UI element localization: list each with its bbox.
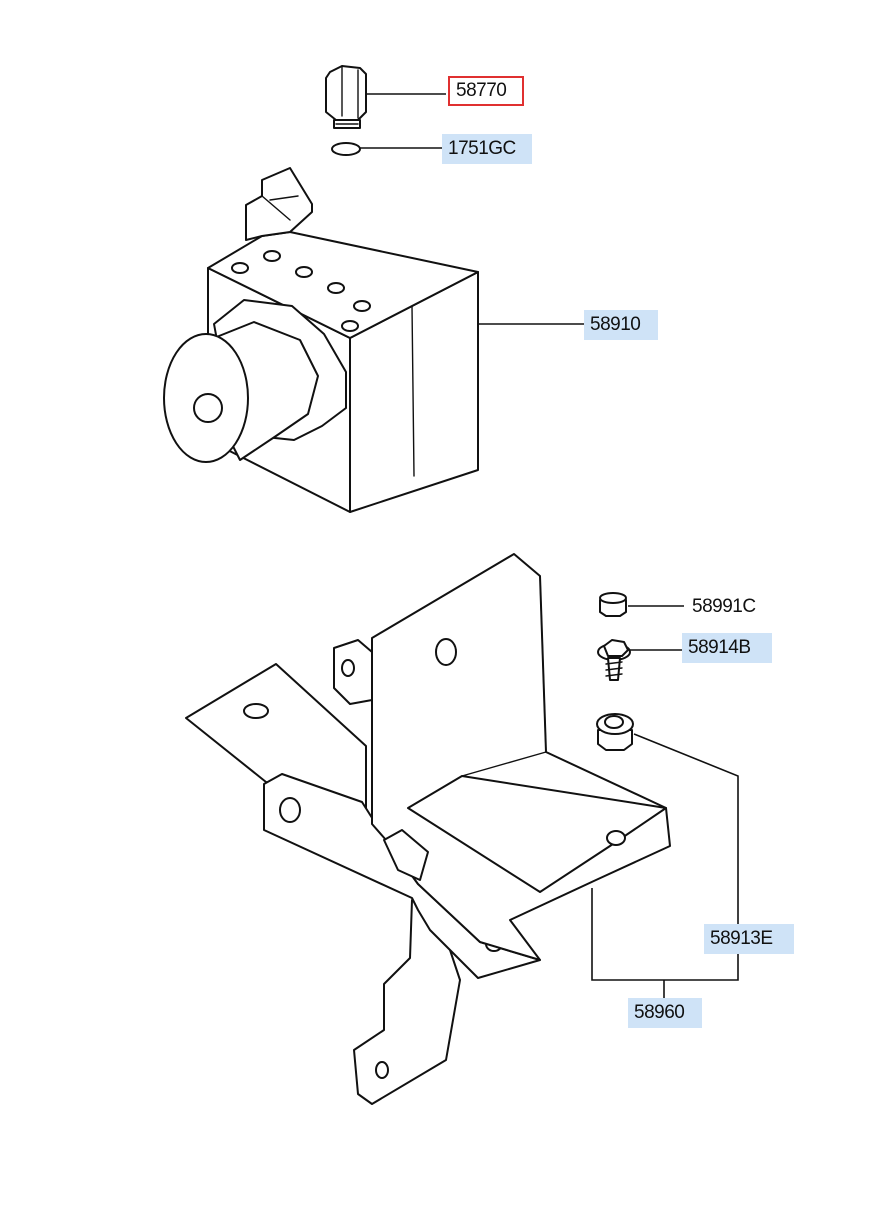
part-58913e-grommet[interactable] — [596, 713, 634, 751]
label-58910[interactable]: 58910 — [584, 310, 658, 340]
part-58960-bracket[interactable] — [185, 553, 671, 1105]
label-58914b[interactable]: 58914B — [682, 633, 772, 663]
label-1751gc[interactable]: 1751GC — [442, 134, 532, 164]
part-58914b-bolt[interactable] — [597, 639, 631, 681]
label-58770[interactable]: 58770 — [448, 76, 524, 106]
label-58991c[interactable]: 58991C — [692, 596, 756, 617]
part-58991c-cap[interactable] — [599, 592, 627, 617]
part-58910-hydraulic-unit[interactable] — [163, 167, 479, 513]
part-1751gc-o-ring[interactable] — [331, 142, 361, 156]
part-58770-sensor[interactable] — [325, 65, 367, 129]
label-58960[interactable]: 58960 — [628, 998, 702, 1028]
leader-58913e — [591, 733, 739, 1000]
label-58913e[interactable]: 58913E — [704, 924, 794, 954]
